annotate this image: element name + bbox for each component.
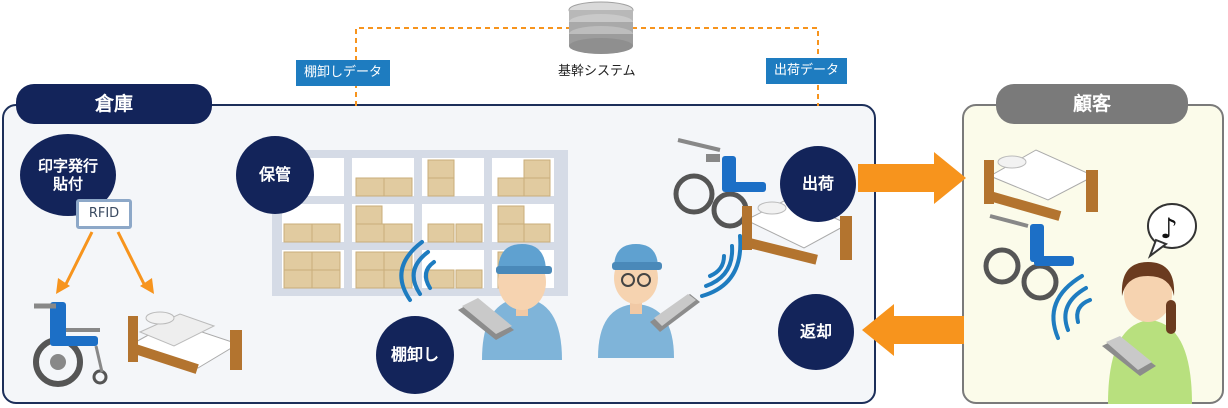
return-step: 返却 xyxy=(778,294,854,370)
rfid-tag: RFID xyxy=(76,199,132,229)
return-arrow xyxy=(862,304,964,356)
inventory-data-tag: 棚卸しデータ xyxy=(296,60,391,86)
arrowhead-right xyxy=(140,278,154,294)
svg-text:♪: ♪ xyxy=(1160,212,1178,245)
handheld-reader-icon xyxy=(458,298,514,340)
caregiver-icon xyxy=(1108,262,1192,404)
inventory-data-line xyxy=(355,27,570,106)
music-note-icon: ♪ xyxy=(1147,203,1197,259)
shipping-step: 出荷 xyxy=(780,146,856,222)
worker-icon xyxy=(598,244,674,358)
radio-wave-icon xyxy=(1051,274,1092,340)
ship-arrow xyxy=(858,152,966,204)
wheelchair-icon xyxy=(33,302,108,387)
system-label: 基幹システム xyxy=(558,64,636,79)
care-bed-icon xyxy=(984,149,1098,221)
care-bed-icon xyxy=(128,311,242,374)
wheelchair-icon xyxy=(983,214,1074,301)
shipping-data-tag: 出荷データ xyxy=(766,58,848,84)
storage-step: 保管 xyxy=(236,136,314,214)
warehouse-title: 倉庫 xyxy=(16,84,212,124)
handheld-reader-icon xyxy=(1102,336,1156,376)
handheld-reader-icon xyxy=(650,294,700,332)
arrowhead-left xyxy=(56,278,70,294)
worker-icon xyxy=(482,244,562,360)
radio-wave-icon xyxy=(700,234,743,298)
radio-wave-icon xyxy=(399,240,436,302)
care-bed-icon xyxy=(742,197,852,265)
rfid-arrows xyxy=(62,231,148,289)
customer-title: 顧客 xyxy=(996,84,1188,124)
inventory-step: 棚卸し xyxy=(376,316,454,394)
wheelchair-icon xyxy=(673,138,766,229)
database-icon xyxy=(568,1,634,54)
